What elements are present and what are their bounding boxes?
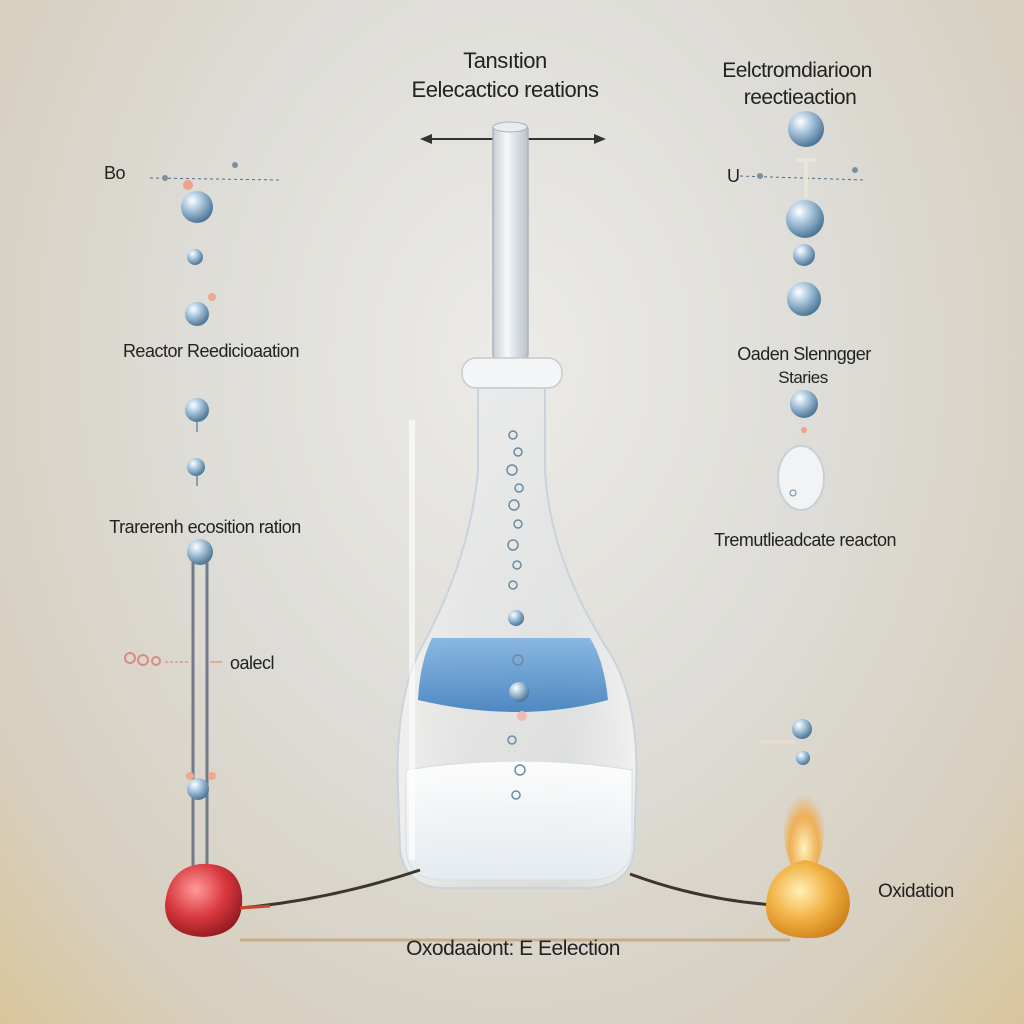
right-oaden-label-line2: Staries (778, 368, 828, 387)
right-droplet (777, 445, 825, 511)
amber-bulb (765, 860, 850, 939)
left-apparatus (124, 162, 281, 937)
right-sphere-4 (787, 282, 821, 316)
liquid-white (405, 760, 633, 881)
red-bulb (165, 863, 243, 937)
right-oxidation-label: Oxidation (878, 881, 954, 902)
left-side-particles (124, 652, 222, 666)
left-sphere-4 (185, 398, 209, 422)
right-u-mark: U (727, 166, 740, 186)
flame (784, 785, 824, 875)
flask-tube (492, 123, 529, 361)
top-center-label-line2: Eelecactico reations (411, 77, 599, 102)
wire-right (629, 872, 776, 907)
right-sphere-5 (790, 390, 818, 418)
top-right-label-line1: Eelctromdiarioon (722, 59, 872, 82)
left-sphere-2 (187, 249, 203, 265)
right-transition-label: Tremutlieadcate reacton (714, 530, 896, 550)
right-apparatus (739, 111, 866, 939)
right-sphere-7 (796, 751, 810, 765)
flask-stopper (461, 357, 563, 389)
bubble-chain (506, 430, 526, 800)
right-sphere-1 (788, 111, 824, 147)
wire-left (239, 868, 421, 910)
left-sphere-1 (181, 191, 213, 223)
right-sphere-2 (786, 200, 824, 238)
left-sphere-3 (185, 302, 209, 326)
left-b-mark: Bo (104, 163, 126, 183)
liquid-blue-band (418, 638, 608, 712)
right-oaden-label-line1: Oaden Slenngger (737, 344, 871, 364)
left-sphere-7 (187, 778, 209, 800)
right-sphere-3 (793, 244, 815, 266)
top-right-label-line2: reectieaction (743, 86, 857, 109)
right-sphere-6 (792, 719, 812, 739)
top-center-label-line1: Tansıtion (463, 48, 547, 73)
left-sphere-5 (187, 458, 205, 476)
flask (396, 121, 638, 889)
left-transition-label: Trarerenh ecosition ration (109, 517, 301, 537)
left-oalecl-label: oalecl (230, 653, 275, 673)
left-reactor-label: Reactor Reedicioaation (122, 341, 300, 361)
bottom-center-label: Oxodaaiont: E Eelection (406, 937, 620, 960)
left-sphere-6 (187, 539, 213, 565)
